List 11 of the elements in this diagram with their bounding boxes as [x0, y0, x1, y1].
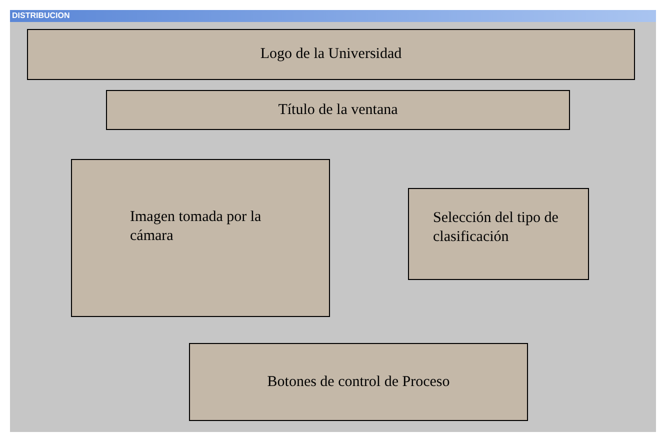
box-label: Logo de la Universidad: [260, 45, 402, 64]
layout-box: [71, 159, 330, 317]
layout-box: [27, 29, 635, 80]
layout-box: [189, 343, 528, 421]
box-label: Título de la ventana: [278, 100, 398, 120]
window-title: DISTRIBUCION: [12, 11, 70, 21]
layout-box: [106, 90, 570, 130]
box-label: Imagen tomada por la cámara: [130, 208, 262, 246]
box-label: Botones de control de Proceso: [267, 372, 450, 392]
box-label: Selección del tipo de clasificación: [433, 209, 560, 247]
layout-box: [408, 188, 589, 280]
